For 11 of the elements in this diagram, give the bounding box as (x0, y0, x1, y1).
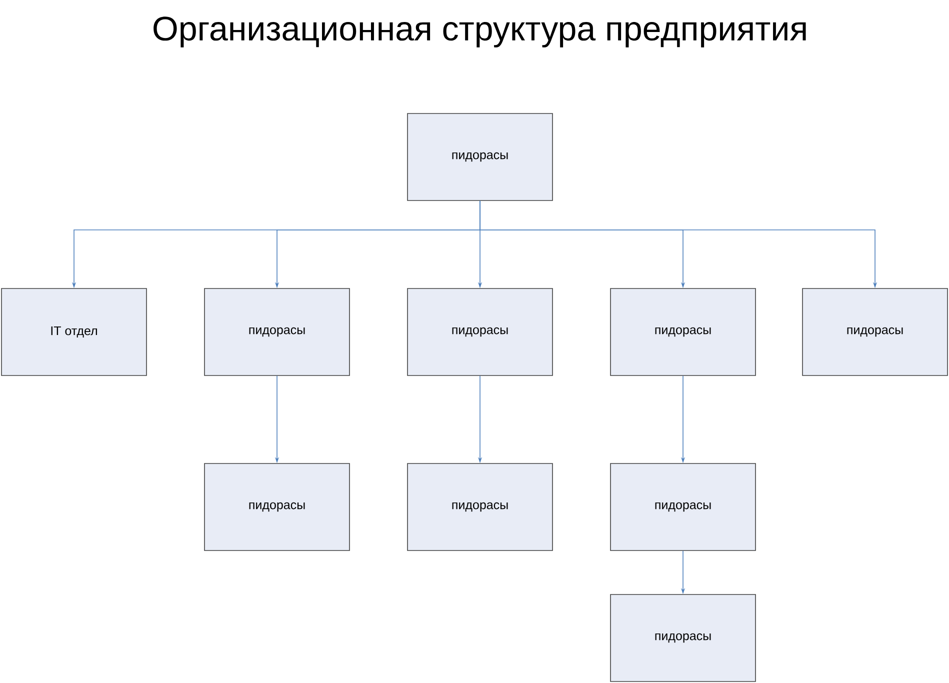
org-box: IT отдел (1, 288, 147, 376)
org-box: пидорасы (802, 288, 948, 376)
org-box: пидорасы (204, 288, 350, 376)
org-box: пидорасы (407, 113, 553, 201)
org-box: пидорасы (610, 594, 756, 682)
org-box: пидорасы (204, 463, 350, 551)
org-box: пидорасы (407, 288, 553, 376)
title: Организационная структура предприятия (154, 16, 806, 48)
org-box: пидорасы (610, 463, 756, 551)
org-box: пидорасы (610, 288, 756, 376)
org-box: пидорасы (407, 463, 553, 551)
